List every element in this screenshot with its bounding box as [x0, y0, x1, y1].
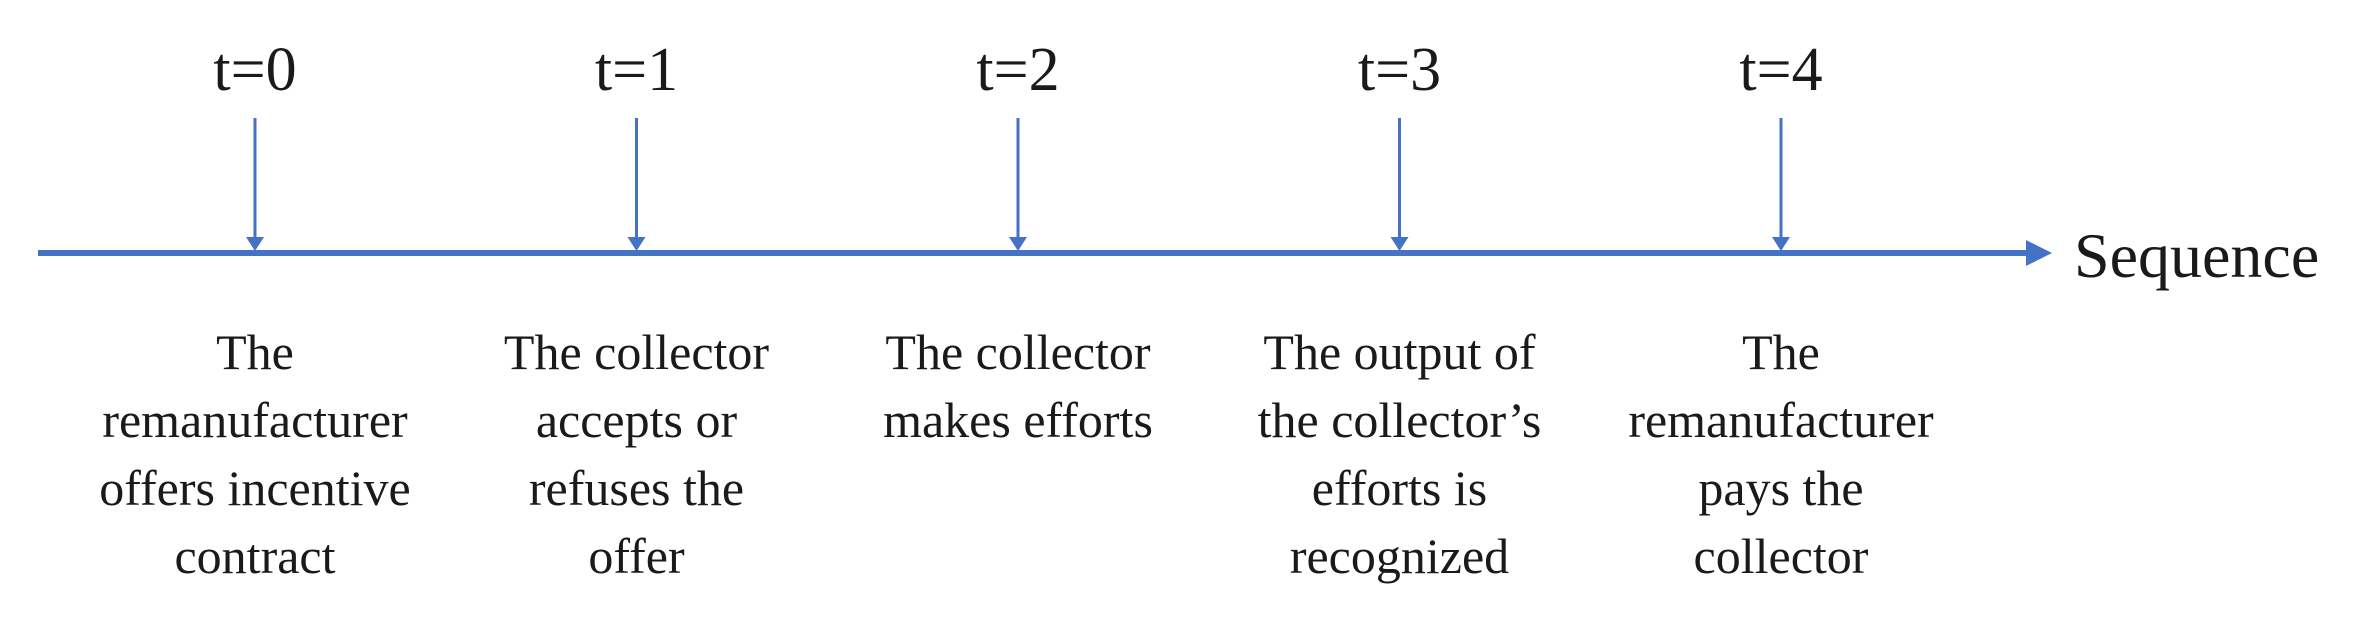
time-label-t2: t=2 [976, 36, 1060, 104]
event-description-line: The [1742, 324, 1820, 380]
event-description-line: offer [588, 528, 685, 584]
event-description-line: refuses the [528, 460, 745, 516]
event-description-line: The [216, 324, 294, 380]
event-description-t1: The collector accepts or refuses the offer [452, 318, 822, 590]
time-label-t3: t=3 [1357, 36, 1442, 104]
event-description-line: contract [174, 528, 336, 584]
event-arrow-head-t2 [1009, 237, 1027, 251]
event-description-line: The output of [1263, 324, 1536, 380]
event-description-line: remanufacturer [1628, 392, 1934, 448]
event-description-line: pays the [1698, 460, 1864, 516]
event-description-line: recognized [1289, 528, 1510, 584]
event-description-line: the collector’s [1257, 392, 1542, 448]
event-description-t2: The collector makes efforts [833, 318, 1203, 454]
event-description-line: The collector [503, 324, 770, 380]
event-description-t4: The remanufacturer pays the collector [1596, 318, 1966, 590]
event-description-t0: The remanufacturer offers incentive contrac… [70, 318, 440, 590]
event-arrow-head-t0 [246, 237, 264, 251]
event-description-line: remanufacturer [102, 392, 408, 448]
event-description-line: makes efforts [883, 392, 1153, 448]
event-arrow-head-t4 [1772, 237, 1790, 251]
event-arrow-head-t3 [1390, 237, 1409, 251]
event-description-t3: The output of the collector’s efforts is re… [1215, 318, 1585, 590]
sequence-axis-label: Sequence [2074, 220, 2320, 291]
event-description-line: The collector [885, 324, 1151, 380]
time-label-t1: t=1 [594, 36, 679, 104]
event-arrow-head-t1 [627, 237, 646, 251]
event-description-line: offers incentive [99, 460, 411, 516]
event-arrows [246, 118, 1790, 251]
event-description-line: collector [1693, 528, 1869, 584]
event-description-line: accepts or [535, 392, 738, 448]
sequence-axis-arrowhead [2026, 240, 2052, 266]
time-label-t0: t=0 [213, 36, 297, 104]
event-description-line: efforts is [1311, 460, 1488, 516]
time-label-t4: t=4 [1739, 36, 1823, 104]
